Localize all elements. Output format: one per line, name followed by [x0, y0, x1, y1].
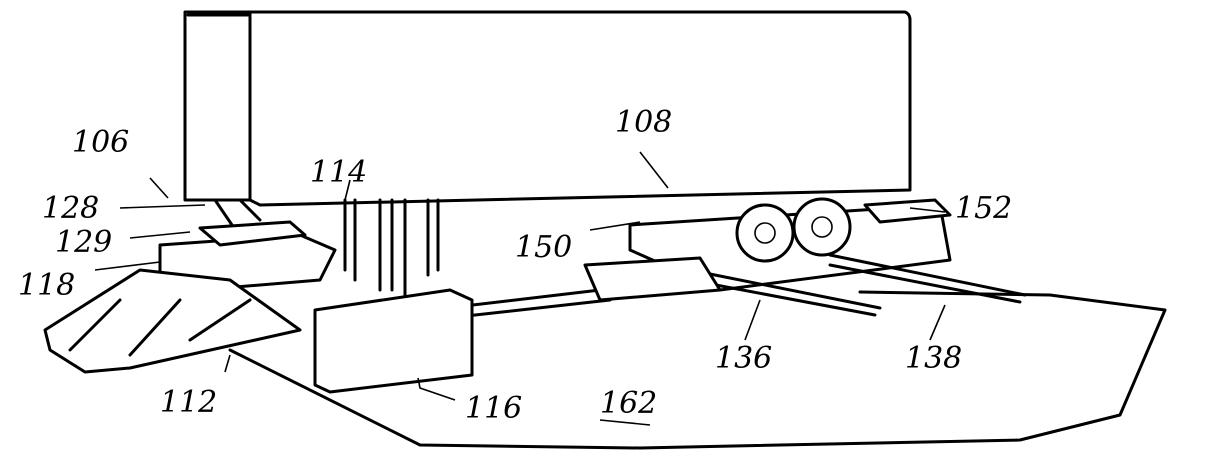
block-116 [315, 290, 472, 392]
label-108: 108 [615, 105, 672, 140]
trailer-body [185, 12, 910, 205]
label-150: 150 [515, 230, 572, 265]
label-152: 152 [955, 191, 1012, 226]
label-138: 138 [905, 341, 962, 376]
label-118: 118 [18, 268, 75, 303]
label-114: 114 [310, 155, 367, 190]
label-116: 116 [465, 391, 522, 426]
label-106: 106 [72, 125, 129, 160]
label-112: 112 [160, 385, 217, 420]
label-129: 129 [55, 225, 112, 260]
label-128: 128 [42, 191, 99, 226]
landing-gear [345, 200, 438, 295]
label-162: 162 [600, 386, 657, 421]
label-136: 136 [715, 341, 772, 376]
